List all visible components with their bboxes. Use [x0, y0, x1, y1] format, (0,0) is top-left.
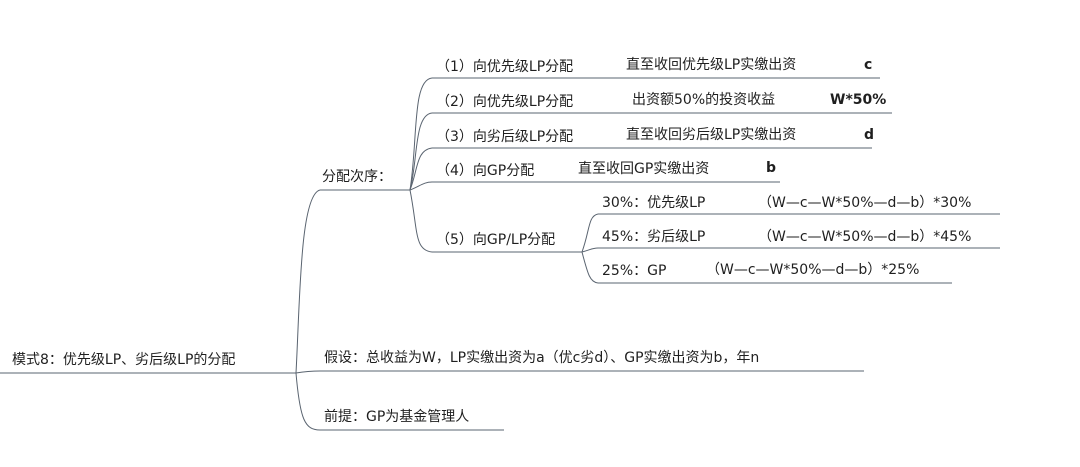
step-4-value: b: [766, 160, 777, 176]
root-label: 模式8：优先级LP、劣后级LP的分配: [12, 352, 236, 368]
step-3-value: d: [864, 127, 875, 143]
split-2-formula: （W—c—W*50%—d—b）*45%: [758, 229, 972, 245]
step-1-detail: 直至收回优先级LP实缴出资: [626, 57, 797, 73]
split-2-label: 45%：劣后级LP: [602, 229, 706, 245]
step-1-value: c: [864, 57, 873, 73]
premise-label: 前提：GP为基金管理人: [324, 409, 470, 425]
step-3-label: （3）向劣后级LP分配: [436, 129, 574, 145]
step-2-detail: 出资额50%的投资收益: [632, 92, 776, 108]
connector-root-order: [295, 189, 321, 374]
step-5-label: （5）向GP/LP分配: [436, 232, 556, 248]
connector-step-2: [409, 112, 433, 191]
order-label: 分配次序：: [322, 169, 392, 185]
connector-step-3: [409, 147, 433, 191]
connector-split-3: [581, 251, 599, 284]
connector-step-1: [409, 77, 433, 191]
split-3-formula: （W—c—W*50%—d—b）*25%: [706, 262, 920, 278]
step-1-label: （1）向优先级LP分配: [436, 59, 574, 75]
step-4-label: （4）向GP分配: [436, 163, 535, 179]
step-4-detail: 直至收回GP实缴出资: [578, 161, 710, 177]
connector-root-premise: [295, 372, 321, 431]
connector-split-1: [581, 213, 599, 253]
assumption-label: 假设：总收益为W，LP实缴出资为a（优c劣d）、GP实缴出资为b，年n: [324, 350, 760, 366]
split-1-formula: （W—c—W*50%—d—b）*30%: [758, 195, 972, 211]
split-3-label: 25%：GP: [602, 263, 667, 279]
connector-step-5: [409, 189, 433, 253]
connector-split-2: [581, 247, 599, 253]
split-1-label: 30%：优先级LP: [602, 195, 706, 211]
step-2-label: （2）向优先级LP分配: [436, 94, 574, 110]
step-2-value: W*50%: [830, 92, 887, 108]
connector-step-4: [409, 181, 433, 191]
step-3-detail: 直至收回劣后级LP实缴出资: [626, 127, 797, 143]
connector-root-assumption: [295, 370, 321, 374]
